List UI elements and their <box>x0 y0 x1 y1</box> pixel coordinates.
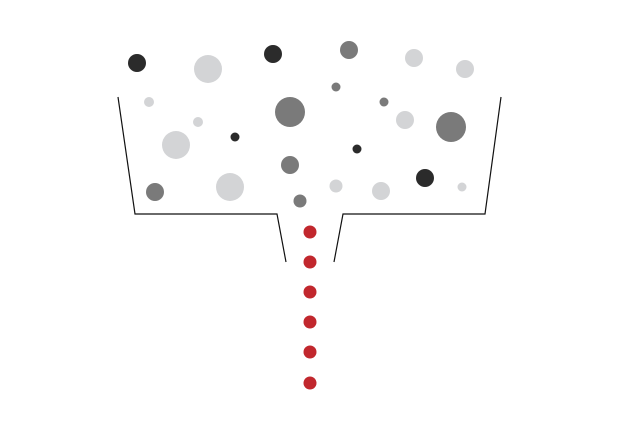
output-dot-1 <box>303 225 317 239</box>
input-dot-medium-18 <box>146 183 164 201</box>
input-dot-dark-22 <box>416 169 434 187</box>
funnel-left-wall <box>117 96 287 263</box>
input-dot-light-20 <box>329 179 343 193</box>
input-dot-medium-4 <box>340 41 358 59</box>
input-dot-light-23 <box>457 182 467 192</box>
input-dot-light-19 <box>216 173 244 201</box>
input-dot-dark-1 <box>128 54 146 72</box>
input-dot-light-2 <box>194 55 222 83</box>
input-dots <box>128 41 474 208</box>
input-dot-medium-11 <box>275 97 305 127</box>
input-dot-dark-10 <box>230 132 240 142</box>
input-dot-light-9 <box>162 131 190 159</box>
input-dot-medium-17 <box>281 156 299 174</box>
input-dot-light-5 <box>405 49 423 67</box>
output-dot-5 <box>303 345 317 359</box>
input-dot-medium-12 <box>331 82 341 92</box>
input-dot-medium-15 <box>436 112 466 142</box>
input-dot-light-21 <box>372 182 390 200</box>
output-dots <box>303 225 317 390</box>
input-dot-light-7 <box>144 97 154 107</box>
input-dot-medium-24 <box>293 194 307 208</box>
output-dot-6 <box>303 376 317 390</box>
output-dot-3 <box>303 285 317 299</box>
input-dot-light-6 <box>456 60 474 78</box>
input-dot-light-14 <box>396 111 414 129</box>
input-dot-medium-13 <box>379 97 389 107</box>
output-dot-2 <box>303 255 317 269</box>
input-dot-dark-3 <box>264 45 282 63</box>
output-dot-4 <box>303 315 317 329</box>
funnel-right-wall <box>333 96 502 263</box>
input-dot-dark-16 <box>352 144 362 154</box>
input-dot-light-8 <box>193 117 203 127</box>
